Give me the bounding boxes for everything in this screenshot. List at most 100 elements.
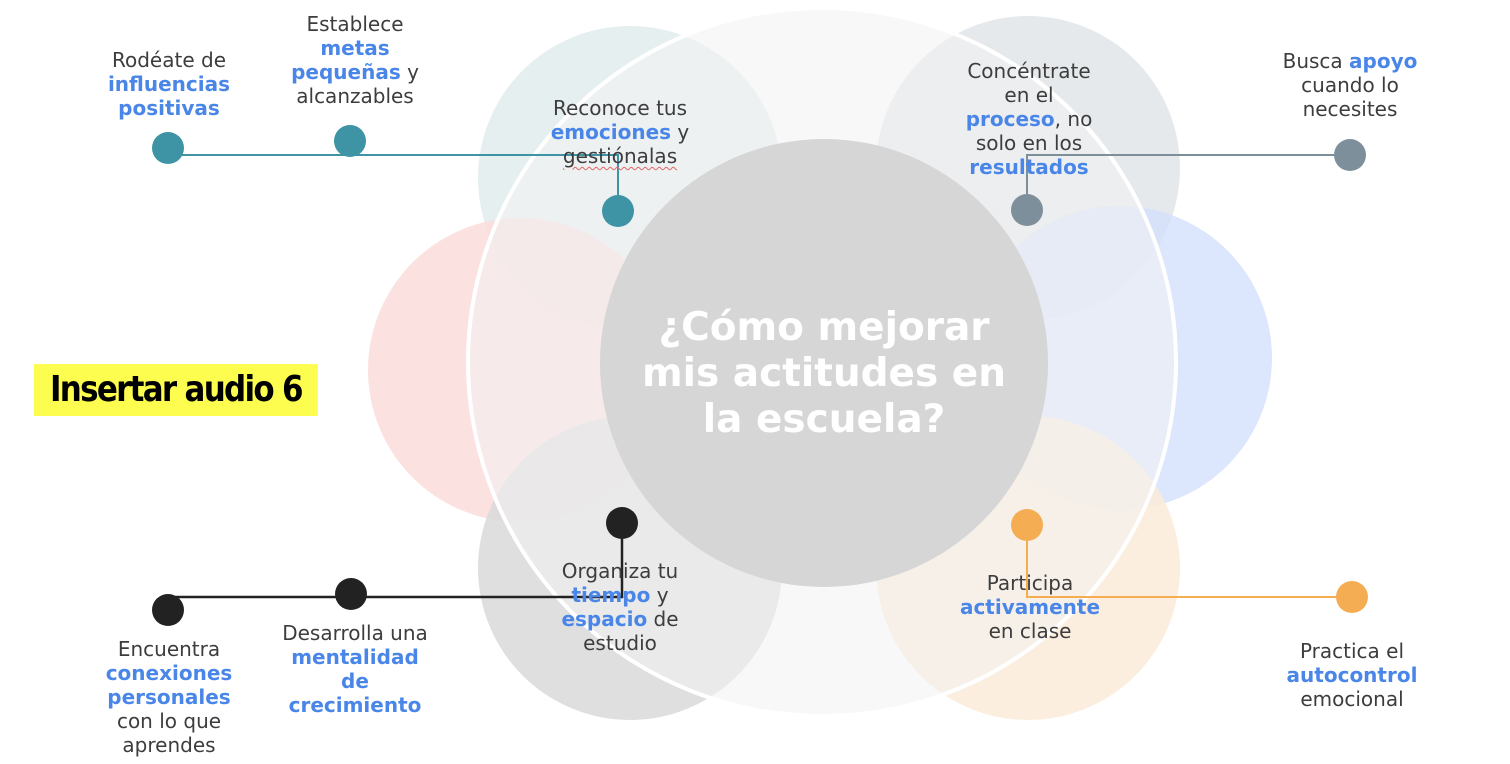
label-text: emocional bbox=[1300, 687, 1404, 711]
label-line: cuando lo bbox=[1265, 73, 1435, 97]
label-text: en clase bbox=[988, 619, 1072, 643]
label-line: metas bbox=[270, 36, 440, 60]
label-text: y bbox=[671, 120, 690, 144]
label-line: emociones y bbox=[530, 120, 710, 144]
center-title-line: ¿Cómo mejorar bbox=[658, 305, 990, 350]
label-text: Concéntrate bbox=[967, 59, 1091, 83]
label-line: con lo que bbox=[90, 709, 248, 733]
label-text: y bbox=[400, 60, 419, 84]
insert-audio-note: Insertar audio 6 bbox=[34, 364, 318, 416]
keyword-text: crecimiento bbox=[288, 693, 422, 717]
label-line: Rodéate de bbox=[90, 48, 248, 72]
label-line: activamente bbox=[945, 595, 1115, 619]
label-line: pequeñas y bbox=[270, 60, 440, 84]
label-line: en clase bbox=[945, 619, 1115, 643]
label-text: gestiónalas bbox=[562, 144, 678, 168]
center-title-line: la escuela? bbox=[702, 397, 946, 442]
label-line: Concéntrate bbox=[940, 59, 1118, 83]
label-line: necesites bbox=[1265, 97, 1435, 121]
dot-autocontrol bbox=[1336, 581, 1368, 613]
connectors-teal bbox=[168, 154, 619, 210]
label-line: Busca apoyo bbox=[1265, 49, 1435, 73]
label-text: solo en los bbox=[975, 131, 1083, 155]
label-line: Encuentra bbox=[90, 637, 248, 661]
label-text: con lo que bbox=[116, 709, 222, 733]
label-text: Establece bbox=[306, 12, 404, 36]
keyword-text: tiempo bbox=[571, 583, 651, 607]
label-line: Practica el bbox=[1270, 639, 1434, 663]
label-line: estudio bbox=[540, 631, 700, 655]
label-line: de bbox=[265, 669, 445, 693]
label-line: en el bbox=[940, 83, 1118, 107]
label-line: espacio de bbox=[540, 607, 700, 631]
label-text: Reconoce tus bbox=[552, 96, 688, 120]
keyword-text: mentalidad bbox=[291, 645, 419, 669]
label-text: Organiza tu bbox=[561, 559, 679, 583]
label-line: gestiónalas bbox=[530, 144, 710, 168]
center-circle bbox=[600, 139, 1048, 587]
label-text: Rodéate de bbox=[112, 48, 226, 72]
keyword-text: emociones bbox=[550, 120, 672, 144]
label-line: mentalidad bbox=[265, 645, 445, 669]
label-text: cuando lo bbox=[1301, 73, 1399, 97]
label-text: y bbox=[650, 583, 669, 607]
label-line: conexiones bbox=[90, 661, 248, 685]
label-line: resultados bbox=[940, 155, 1118, 179]
dot-mentalidad bbox=[335, 578, 367, 610]
dot-emociones bbox=[602, 195, 634, 227]
label-text: alcanzables bbox=[296, 84, 414, 108]
label-text: , no bbox=[1054, 107, 1093, 131]
label-line: positivas bbox=[90, 96, 248, 120]
connectors-slate bbox=[1026, 154, 1350, 210]
label-line: solo en los bbox=[940, 131, 1118, 155]
label-line: Desarrolla una bbox=[265, 621, 445, 645]
label-text: necesites bbox=[1302, 97, 1398, 121]
dot-apoyo bbox=[1334, 139, 1366, 171]
keyword-text: apoyo bbox=[1349, 49, 1418, 73]
label-text: estudio bbox=[583, 631, 657, 655]
connectors-dark bbox=[168, 523, 624, 599]
dot-activamente bbox=[1011, 509, 1043, 541]
keyword-text: de bbox=[341, 669, 369, 693]
keyword-text: positivas bbox=[118, 96, 220, 120]
label-line: Participa bbox=[945, 571, 1115, 595]
center-title-line: mis actitudes en bbox=[641, 351, 1007, 396]
keyword-text: conexiones bbox=[105, 661, 233, 685]
label-line: crecimiento bbox=[265, 693, 445, 717]
label-line: proceso, no bbox=[940, 107, 1118, 131]
keyword-text: autocontrol bbox=[1286, 663, 1418, 687]
dot-metas bbox=[334, 125, 366, 157]
label-text: de bbox=[647, 607, 679, 631]
dot-conexiones bbox=[152, 594, 184, 626]
label-line: Reconoce tus bbox=[530, 96, 710, 120]
label-line: autocontrol bbox=[1270, 663, 1434, 687]
dot-proceso bbox=[1011, 194, 1043, 226]
label-line: tiempo y bbox=[540, 583, 700, 607]
keyword-text: pequeñas bbox=[291, 60, 401, 84]
keyword-text: personales bbox=[107, 685, 231, 709]
dot-tiempo bbox=[606, 507, 638, 539]
label-line: influencias bbox=[90, 72, 248, 96]
keyword-text: proceso bbox=[965, 107, 1055, 131]
keyword-text: activamente bbox=[959, 595, 1101, 619]
label-line: aprendes bbox=[90, 733, 248, 757]
label-text: Desarrolla una bbox=[282, 621, 428, 645]
label-text: Busca bbox=[1282, 49, 1350, 73]
keyword-text: influencias bbox=[107, 72, 231, 96]
label-line: Establece bbox=[270, 12, 440, 36]
dot-influencias bbox=[152, 132, 184, 164]
keyword-text: espacio bbox=[561, 607, 648, 631]
label-text: en el bbox=[1004, 83, 1054, 107]
label-line: Organiza tu bbox=[540, 559, 700, 583]
keyword-text: resultados bbox=[969, 155, 1089, 179]
label-text: aprendes bbox=[122, 733, 216, 757]
